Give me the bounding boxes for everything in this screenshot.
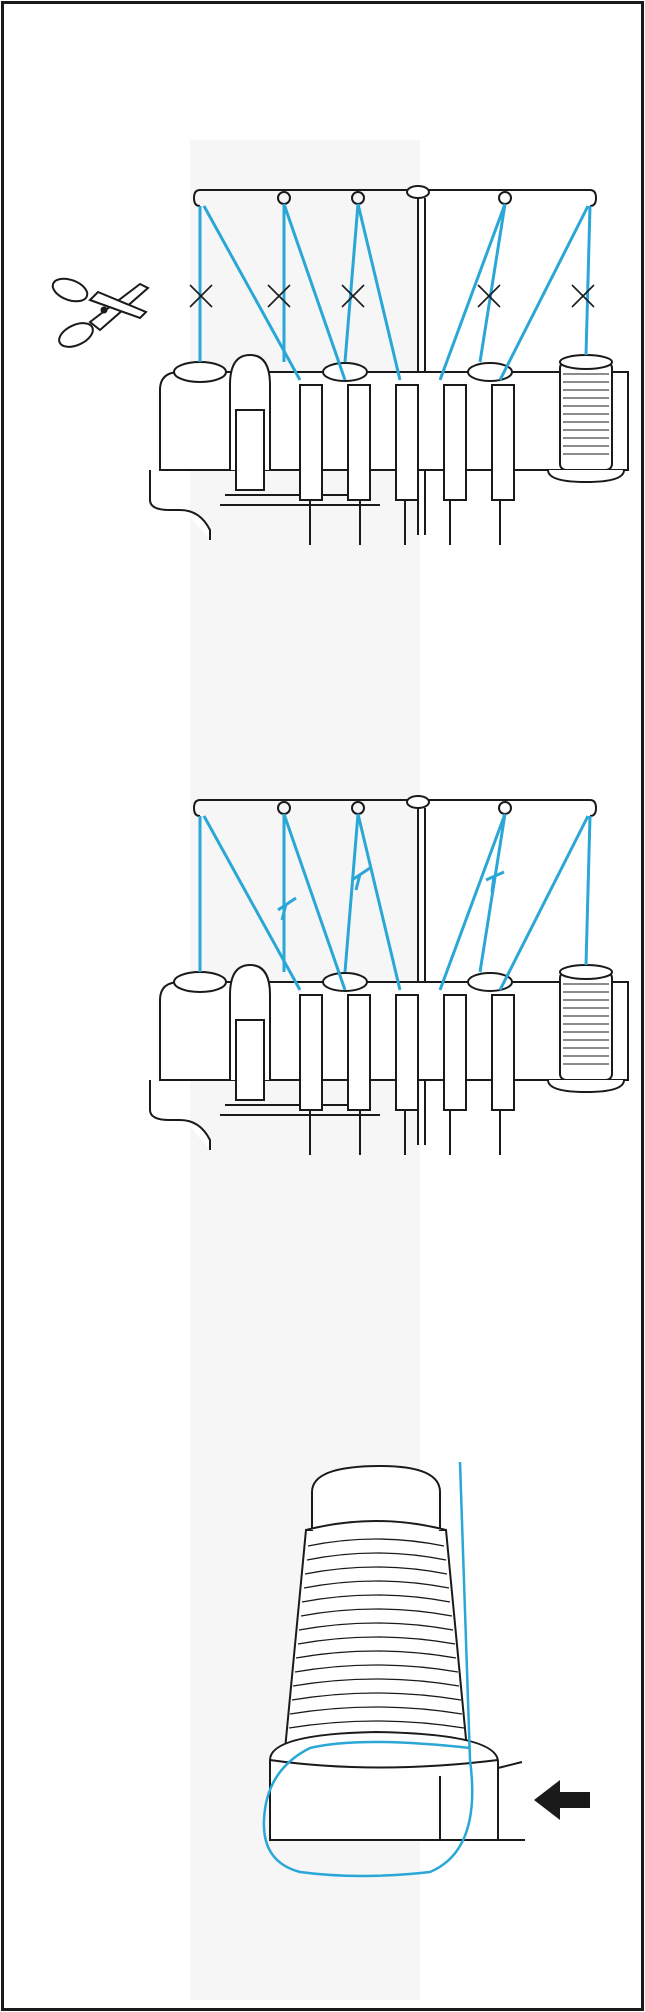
cut-mark-icon [189, 284, 595, 308]
thread-spool-windings [288, 1538, 465, 1729]
thread-cone-windings [563, 373, 609, 455]
knot-icon [277, 866, 505, 921]
panel-cut-threads [51, 185, 629, 545]
overlock-machine-body [149, 353, 629, 545]
thread-cone-windings [563, 983, 609, 1065]
threads-blue [198, 813, 592, 991]
scissors-icon [51, 277, 150, 348]
thread-loop-blue [262, 1461, 474, 1878]
thread-spool [269, 1464, 525, 1841]
thread-guide-bar [192, 795, 598, 1145]
panel-tie-knots [149, 795, 629, 1155]
threads-blue [198, 203, 592, 381]
arrow-left-icon [534, 1780, 590, 1820]
panel-thread-under-spool [262, 1461, 590, 1878]
